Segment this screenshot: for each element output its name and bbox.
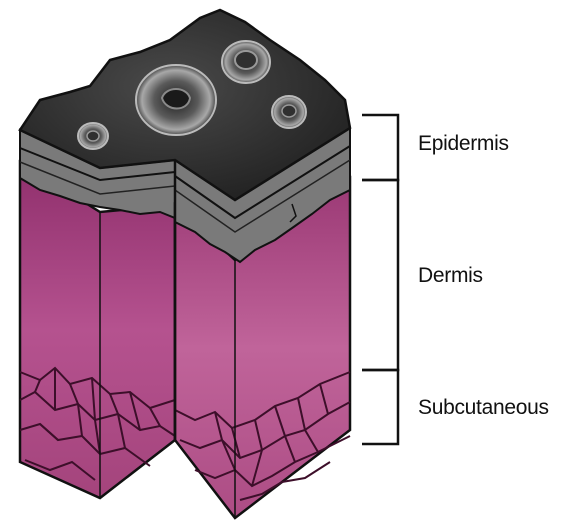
label-subcutaneous: Subcutaneous [418, 396, 549, 420]
left-face [20, 130, 175, 498]
bracket-epidermis [362, 115, 398, 180]
layer-brackets [362, 115, 398, 444]
bracket-subcutaneous [362, 370, 398, 444]
label-epidermis: Epidermis [418, 132, 509, 156]
bracket-dermis [362, 180, 398, 370]
right-face [175, 128, 350, 518]
label-dermis: Dermis [418, 264, 483, 288]
